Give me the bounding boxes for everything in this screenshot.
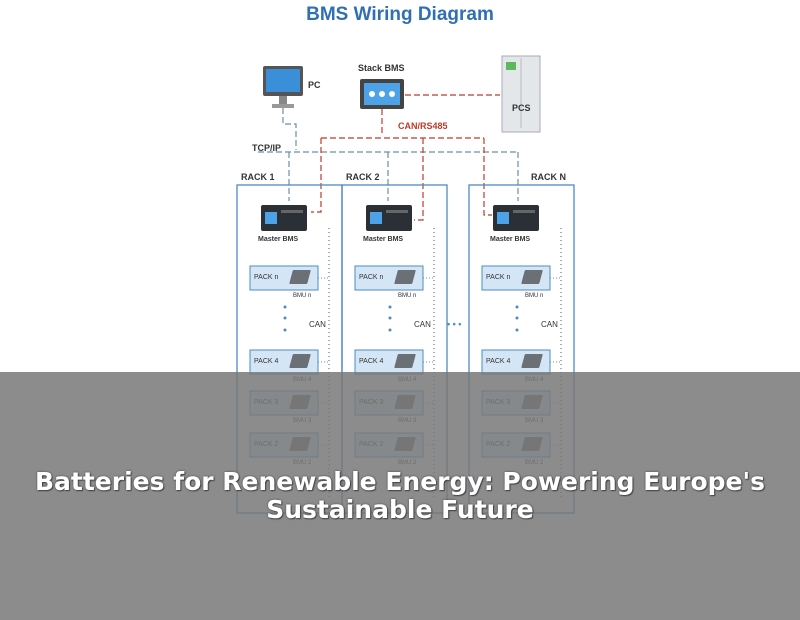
continuation-dot — [515, 305, 519, 309]
rack-label: RACK N — [531, 172, 566, 182]
continuation-dot — [388, 305, 392, 309]
continuation-dot — [388, 316, 392, 320]
can-label: CAN — [309, 320, 326, 329]
battery-pack-icon — [289, 354, 311, 368]
rack-ellipsis: • • • — [447, 319, 462, 329]
master-bms-vent-icon — [513, 210, 535, 213]
bmu-label: BMU n — [525, 293, 544, 299]
master-bms-screen-icon — [497, 212, 509, 224]
master-bms-vent-icon — [281, 210, 303, 213]
pc-label: PC — [308, 80, 321, 90]
master-bms-screen-icon — [265, 212, 277, 224]
tcp-ip-lines — [258, 108, 519, 201]
battery-pack-icon — [289, 270, 311, 284]
caption-overlay — [0, 372, 800, 620]
can-label: CAN — [414, 320, 431, 329]
bmu-label: BMU n — [398, 293, 417, 299]
tcp-ip-label: TCP/IP — [252, 143, 282, 153]
stack-bms-label: Stack BMS — [358, 63, 405, 73]
diagram-title: BMS Wiring Diagram — [306, 4, 494, 25]
battery-pack-icon — [394, 270, 416, 284]
battery-pack-icon — [521, 354, 543, 368]
rack-label: RACK 1 — [241, 172, 275, 182]
pack-label: PACK n — [254, 274, 279, 281]
pack-label: PACK 4 — [359, 358, 384, 365]
master-bms-label: Master BMS — [490, 236, 531, 243]
can-rs485-label: CAN/RS485 — [398, 121, 448, 131]
can-rs485-lines — [311, 94, 500, 221]
continuation-dot — [283, 316, 287, 320]
bmu-label: BMU n — [293, 293, 312, 299]
pack-label: PACK n — [359, 274, 384, 281]
pcs-cabinet-icon — [501, 55, 541, 133]
pack-label: PACK 4 — [486, 358, 511, 365]
stack-bms-icon — [360, 79, 404, 109]
continuation-dot — [283, 305, 287, 309]
continuation-dot — [515, 316, 519, 320]
rack-label: RACK 2 — [346, 172, 380, 182]
pcs-label: PCS — [512, 103, 531, 113]
pack-label: PACK 4 — [254, 358, 279, 365]
can-label: CAN — [541, 320, 558, 329]
caption-text: Batteries for Renewable Energy: Powering… — [34, 467, 766, 524]
master-bms-label: Master BMS — [363, 236, 404, 243]
pack-label: PACK n — [486, 274, 511, 281]
continuation-dot — [515, 328, 519, 332]
continuation-dot — [388, 328, 392, 332]
pc-monitor-icon — [263, 66, 303, 108]
master-bms-label: Master BMS — [258, 236, 299, 243]
battery-pack-icon — [521, 270, 543, 284]
battery-pack-icon — [394, 354, 416, 368]
master-bms-screen-icon — [370, 212, 382, 224]
continuation-dot — [283, 328, 287, 332]
master-bms-vent-icon — [386, 210, 408, 213]
